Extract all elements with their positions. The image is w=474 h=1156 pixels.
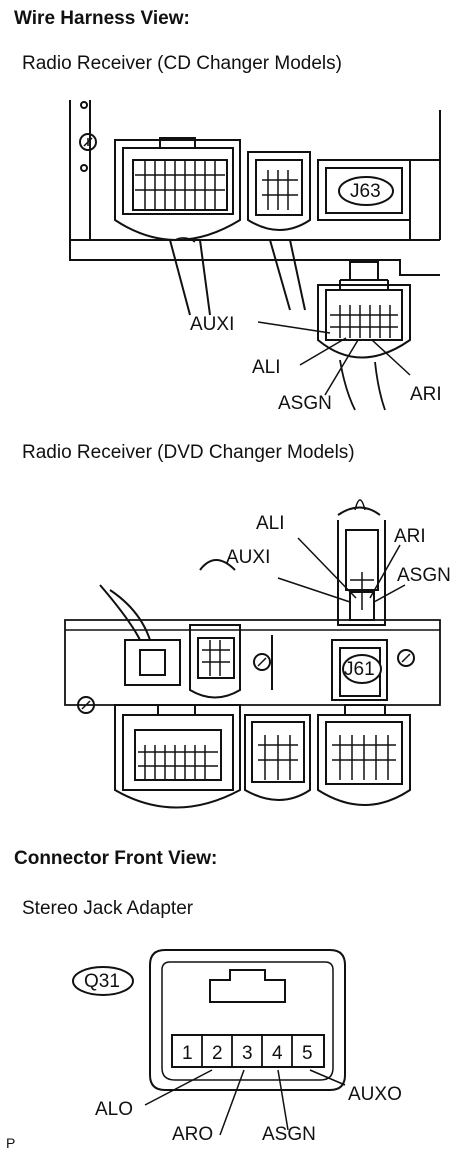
j63-label: J63 [350,181,381,202]
dvd-ali-label: ALI [256,513,285,534]
wire-harness-heading: Wire Harness View: [14,8,190,29]
stereo-jack-diagram [144,949,346,1136]
jack-asgn-label: ASGN [262,1124,316,1145]
dvd-auxi-label: AUXI [226,547,271,568]
cd-ari-label: ARI [410,384,442,405]
footer-mark: P [6,1135,16,1151]
cd-ali-label: ALI [252,357,281,378]
jack-pin-3: 3 [242,1043,253,1064]
dvd-asgn-label: ASGN [397,565,451,586]
jack-pin-1: 1 [182,1043,193,1064]
cd-changer-diagram [69,100,441,411]
jack-aro-label: ARO [172,1124,214,1145]
jack-pin-2: 2 [212,1043,223,1064]
cd-asgn-label: ASGN [278,393,332,414]
j63-badge [338,176,394,206]
jack-pin-4: 4 [272,1043,283,1064]
cd-auxi-label: AUXI [190,314,235,335]
dvd-ari-label: ARI [394,526,426,547]
dvd-changer-diagram [64,499,441,809]
j61-badge [342,654,382,684]
dvd-model-subtitle: Radio Receiver (DVD Changer Models) [22,442,355,463]
q31-label: Q31 [84,971,120,992]
connector-front-heading: Connector Front View: [14,848,218,869]
j61-label: J61 [344,659,375,680]
q31-badge [72,966,134,996]
cd-model-subtitle: Radio Receiver (CD Changer Models) [22,53,342,74]
jack-subtitle: Stereo Jack Adapter [22,898,194,919]
jack-auxo-label: AUXO [348,1084,402,1105]
jack-alo-label: ALO [95,1099,134,1120]
jack-pin-5: 5 [302,1043,313,1064]
